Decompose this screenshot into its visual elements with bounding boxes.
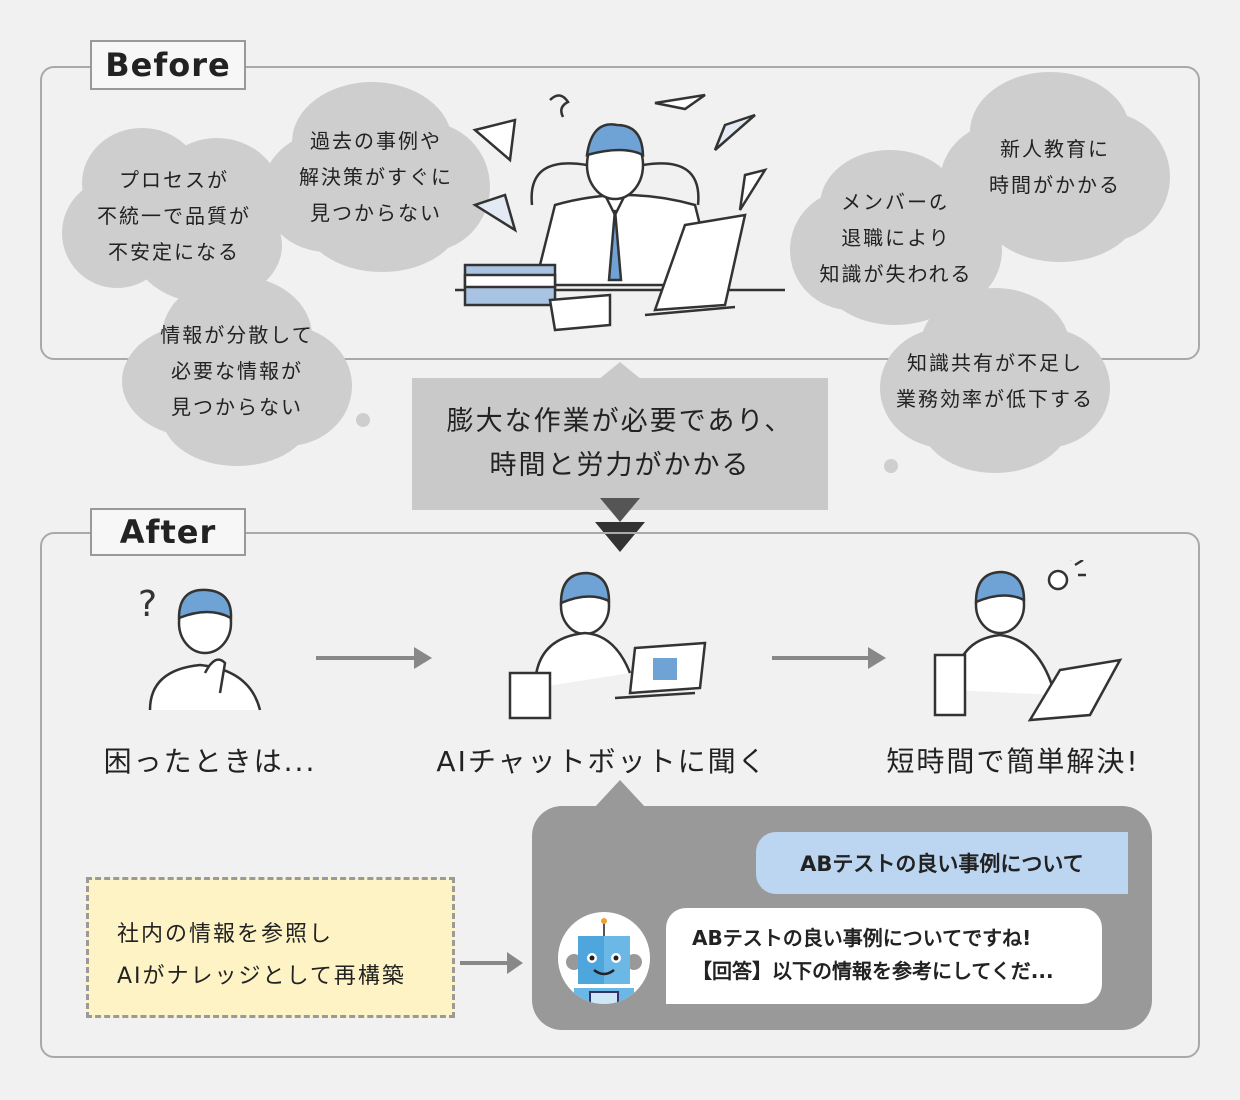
step-caption-solved: 短時間で簡単解決! xyxy=(886,745,1140,778)
bot-avatar xyxy=(558,912,650,1004)
before-panel xyxy=(40,66,1200,360)
step-arrow xyxy=(316,656,416,660)
bot-message-bubble: ABテストの良い事例についてですね! 【回答】以下の情報を参考にしてくだ... xyxy=(666,908,1102,1004)
before-label: Before xyxy=(90,40,246,90)
stressed-worker-illustration xyxy=(455,93,785,332)
step-caption-troubled: 困ったときは... xyxy=(103,745,317,778)
after-panel xyxy=(40,532,1200,1058)
satisfied-person-illustration xyxy=(933,560,1123,722)
after-label: After xyxy=(90,508,246,556)
step-caption-ask-ai: AIチャットボットに聞く xyxy=(436,745,768,778)
bot-message-line: 【回答】以下の情報を参考にしてくだ... xyxy=(692,959,1054,983)
worry-cloud-process: プロセスが 不統一で品質が 不安定になる xyxy=(62,128,286,303)
knowledge-note-line: 社内の情報を参照し xyxy=(117,922,334,947)
chat-notch xyxy=(594,780,646,808)
note-arrow xyxy=(460,961,510,965)
worry-cloud-onboarding: 新人教育に 時間がかかる xyxy=(940,72,1170,262)
arrow-head-icon xyxy=(507,952,523,974)
arrow-head-icon xyxy=(414,647,432,669)
svg-text:?: ? xyxy=(138,584,157,625)
down-arrow-stem xyxy=(600,498,640,522)
knowledge-note-line: AIがナレッジとして再構築 xyxy=(117,964,406,989)
arrow-head-icon xyxy=(868,647,886,669)
cloud-tail-dot xyxy=(356,413,370,427)
user-message-bubble: ABテストの良い事例について xyxy=(756,832,1128,894)
worry-cloud-past-cases: 過去の事例や 解決策がすぐに 見つからない xyxy=(262,82,490,272)
worry-cloud-knowledge-sharing: 知識共有が不足し 業務効率が低下する xyxy=(880,288,1110,473)
step-arrow xyxy=(772,656,870,660)
robot-icon xyxy=(566,918,642,1004)
worry-cloud-scattered-info: 情報が分散して 必要な情報が 見つからない xyxy=(122,276,352,466)
confused-person-illustration: ? xyxy=(138,584,262,711)
down-arrow-icon xyxy=(595,522,645,552)
knowledge-note: 社内の情報を参照し AIがナレッジとして再構築 xyxy=(86,877,455,1018)
bot-message-line: ABテストの良い事例についてですね! xyxy=(692,926,1032,950)
person-with-laptop-illustration xyxy=(508,571,707,720)
callout-notch xyxy=(598,362,642,380)
summary-callout: 膨大な作業が必要であり、 時間と労力がかかる xyxy=(412,378,828,510)
cloud-tail-dot xyxy=(884,459,898,473)
